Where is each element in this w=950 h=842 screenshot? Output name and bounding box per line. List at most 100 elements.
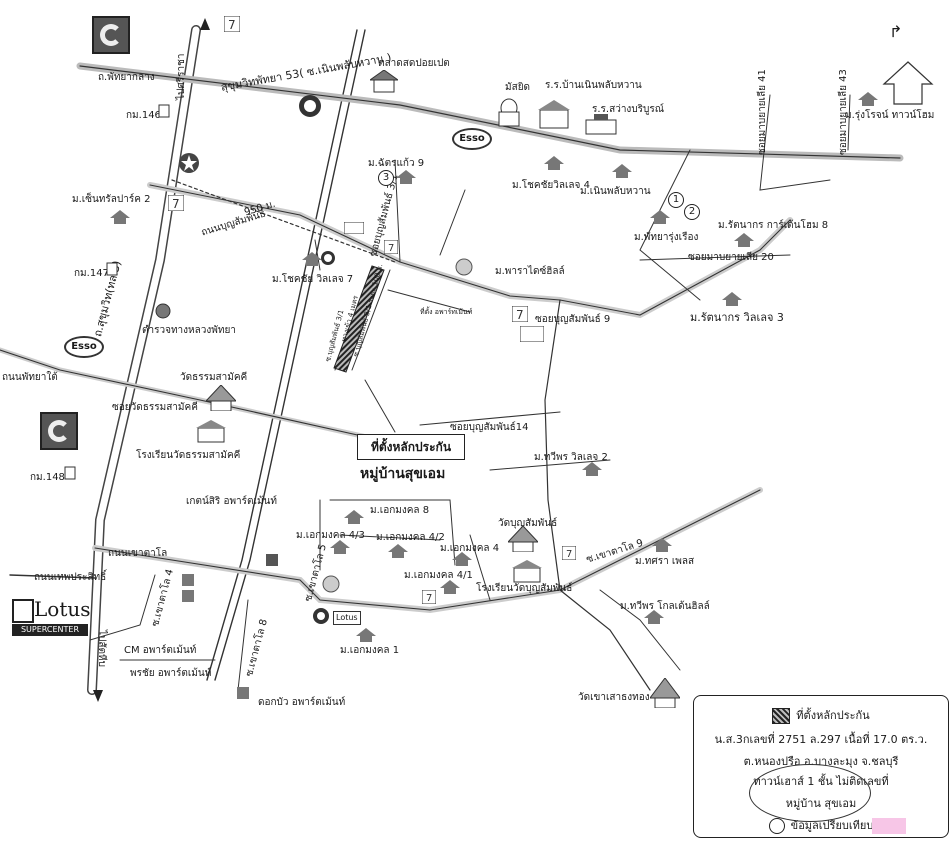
place-cm-apt: CM อพาร์ตเม้นท์ xyxy=(124,645,197,656)
school-icon xyxy=(196,420,226,443)
place-thawiporn-golden: ม.ทวีพร โกลเด้นฮิลล์ xyxy=(620,601,710,612)
house-icon xyxy=(388,544,408,558)
school-icon xyxy=(538,100,570,129)
lotus-small-badge: Lotus xyxy=(333,611,361,625)
place-ekmongkol-43: ม.เอกมงคล 4/3 xyxy=(296,530,365,541)
place-chat-kaew-9: ม.ฉัตรแก้ว 9 xyxy=(368,158,425,169)
lotus-word: Lotus xyxy=(34,597,91,621)
road-label-soi-maprao-41: ซอยมาบยายเลีย 41 xyxy=(757,69,768,155)
place-dokbua-apt: ดอกบัว อพาร์ตเม้นท์ xyxy=(258,697,346,708)
police-icon xyxy=(155,303,171,319)
north-arrow-icon xyxy=(884,62,934,104)
svg-text:7: 7 xyxy=(516,308,524,322)
house-icon xyxy=(582,462,602,476)
place-school-sawang: ร.ร.สว่างบริบูรณ์ xyxy=(592,104,665,115)
place-school-wat-dhamma: โรงเรียนวัดธรรมสามัคคี xyxy=(136,450,241,461)
apartment-icon xyxy=(237,687,249,699)
seven-eleven-icon: 7 xyxy=(512,306,528,322)
place-wat-khao-sao: วัดเขาเสาธงทอง xyxy=(578,692,650,703)
place-school-noen: ร.ร.บ้านเนินพลับหวาน xyxy=(545,80,642,91)
seven-eleven-icon: 7 xyxy=(224,16,240,32)
lotus-sub: SUPERCENTER xyxy=(12,624,88,636)
road-label-to-sriracha: ไปศรีราชา xyxy=(176,53,187,100)
km-post-icon xyxy=(106,262,118,276)
place-pornchai-apt: พรชัย อพาร์ตเม้นท์ xyxy=(130,668,212,679)
lotus-express-icon xyxy=(520,326,544,342)
school-icon xyxy=(585,114,617,135)
house-icon xyxy=(544,156,564,170)
road-label-to-sattahip: ไปสัตหีบ xyxy=(96,630,107,667)
km-147-label: กม.147 xyxy=(74,268,109,279)
place-centara-park-2: ม.เซ็นทรัลปาร์ค 2 xyxy=(72,194,151,205)
place-police: ตำรวจทางหลวงพัทยา xyxy=(142,325,236,336)
place-kettasiri-apt: เกตน์สิริ อพาร์ตเม้นท์ xyxy=(186,496,277,507)
house-icon xyxy=(110,210,130,224)
place-ekmongkol-4: ม.เอกมงคล 4 xyxy=(440,543,500,554)
place-rattanakorn-3: ม.รัตนากร วิลเลจ 3 xyxy=(690,311,784,324)
comparison-marker-1: 1 xyxy=(668,192,684,208)
place-rung-rot: ม.รุ่งโรจน์ ทาวน์โฮม xyxy=(845,110,935,121)
road-label-thepprasit: ถนนเทพประสิทธิ์ xyxy=(34,572,107,583)
road-label-soi-maprao-20: ซอยมาบยายเลีย 20 xyxy=(688,252,774,263)
road-label-soi-wat-dhamma: ซอยวัดธรรมสามัคคี xyxy=(112,402,198,413)
place-chokchai-4: ม.โชคชัยวิลเลจ 4 xyxy=(512,180,590,191)
lotus-mark-icon xyxy=(12,599,34,623)
circle-swatch-icon xyxy=(768,818,785,834)
target-village: หมู่บ้านสุขเอม xyxy=(360,466,446,482)
big-c-logo xyxy=(92,16,130,54)
seven-eleven-icon: 7 xyxy=(562,546,576,560)
legend-hatch-row: ที่ตั้งหลักประกัน xyxy=(694,706,948,724)
house-icon xyxy=(344,510,364,524)
plot-note: ที่ตั้ง อพาร์ทเม้นท์ xyxy=(420,308,473,316)
ptt-icon xyxy=(313,608,329,624)
km-post-icon xyxy=(158,104,170,118)
svg-text:7: 7 xyxy=(426,593,432,604)
legend-circle-label: ข้อมูลเปรียบเทียบ xyxy=(790,819,874,832)
hatch-swatch-icon xyxy=(772,708,791,724)
star-icon xyxy=(179,153,199,173)
ptt-icon xyxy=(299,95,321,117)
place-wat-dhamma: วัดธรรมสามัคคี xyxy=(180,372,248,383)
house-icon xyxy=(858,92,878,106)
north-symbol: ↱ xyxy=(889,22,903,41)
svg-text:7: 7 xyxy=(566,549,572,560)
legend-circle-row: ข้อมูลเปรียบเทียบ xyxy=(694,816,948,834)
comparison-marker-3: 3 xyxy=(378,170,394,186)
house-icon xyxy=(652,538,672,552)
svg-text:7: 7 xyxy=(388,243,394,254)
school-icon xyxy=(512,560,542,583)
esso-badge: Esso xyxy=(452,128,492,150)
house-icon xyxy=(722,292,742,306)
house-icon xyxy=(644,610,664,624)
road-label-pattaya-tai: ถนนพัทยาใต้ xyxy=(2,372,58,383)
house-icon xyxy=(440,580,460,594)
house-icon xyxy=(452,552,472,566)
house-icon xyxy=(356,628,376,642)
place-thara-place: ม.ทศรา เพลส xyxy=(635,556,695,567)
place-ekmongkol-8: ม.เอกมงคล 8 xyxy=(370,505,430,516)
legend-panel: ที่ตั้งหลักประกัน น.ส.3กเลขที่ 2751 ล.29… xyxy=(693,695,949,838)
apartment-icon xyxy=(266,554,278,566)
svg-text:7: 7 xyxy=(228,18,236,32)
temple-icon xyxy=(206,385,236,411)
legend-line2: ต.หนองปรือ อ.บางละมุง จ.ชลบุรี xyxy=(743,755,899,768)
km-post-icon xyxy=(64,466,76,480)
house-icon xyxy=(302,252,322,266)
svg-text:7: 7 xyxy=(172,197,180,211)
place-thawiporn-2: ม.ทวีพร วิลเลจ 2 xyxy=(534,452,608,463)
highlight-mark xyxy=(872,818,906,834)
place-school-boon-samphan: โรงเรียนวัดบุญสัมพันธ์ xyxy=(476,583,573,594)
apartment-icon xyxy=(182,574,194,602)
place-noen-phlap-wan: ม.เนินพลับหวาน xyxy=(580,186,651,197)
big-c-logo xyxy=(40,412,78,450)
house-icon xyxy=(330,540,350,554)
road-label-pattaya-klang: ถ.พัทยากลาง xyxy=(98,72,155,83)
temple-icon xyxy=(650,678,680,708)
km-148-label: กม.148 xyxy=(30,472,65,483)
house-icon xyxy=(396,170,416,184)
legend-hatch-label: ที่ตั้งหลักประกัน xyxy=(796,709,870,722)
seven-eleven-icon: 7 xyxy=(168,195,184,211)
gas-station-icon xyxy=(455,258,473,276)
